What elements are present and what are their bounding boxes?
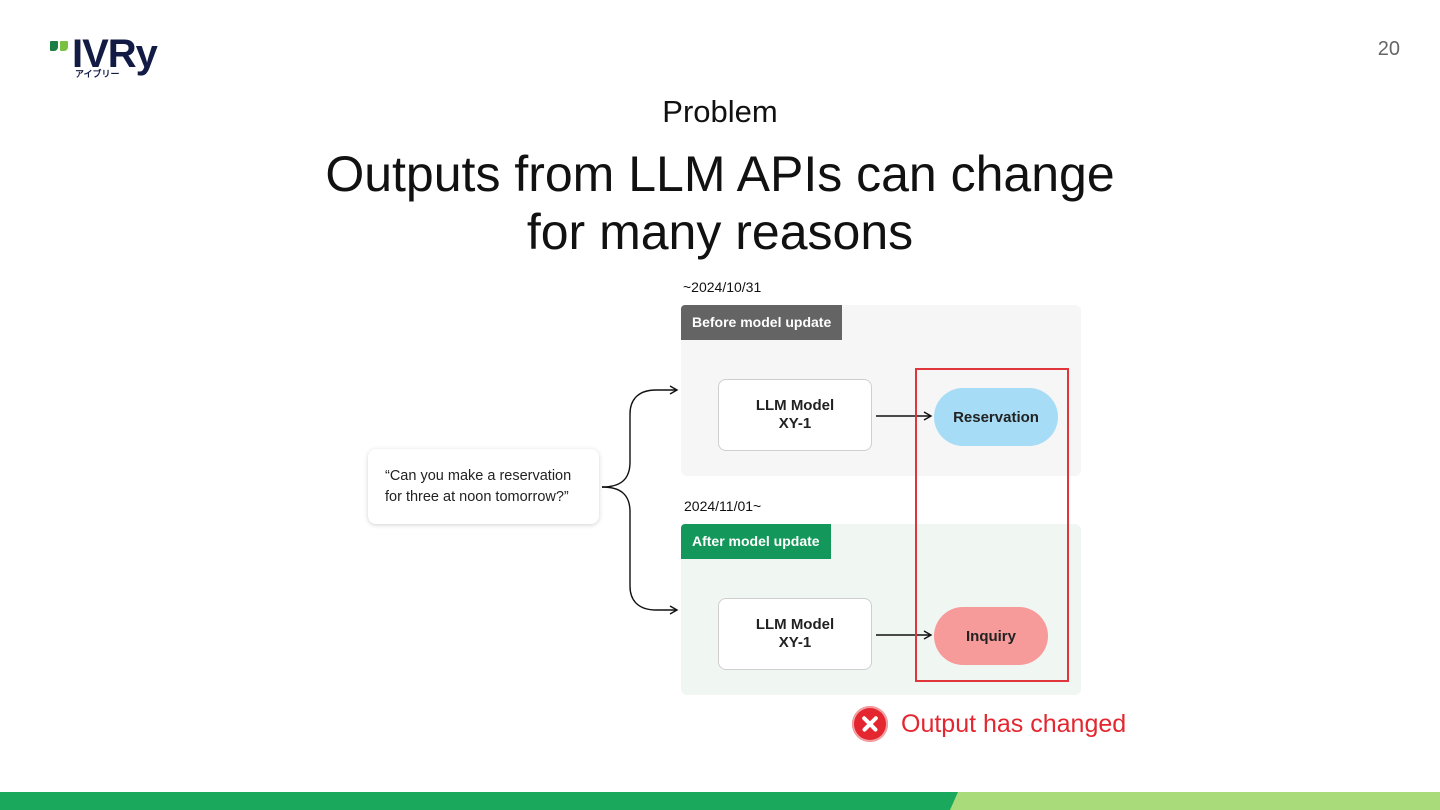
logo-subtext: アイブリー [75, 69, 120, 79]
after-date: 2024/11/01~ [684, 498, 762, 514]
model-name: LLM Model [755, 397, 835, 414]
before-update-panel: Before model update LLM Model XY-1 Reser… [681, 305, 1081, 476]
result-callout: Output has changed [852, 706, 1126, 742]
error-x-icon [852, 706, 888, 742]
output-pill-reservation: Reservation [934, 388, 1058, 446]
llm-model-box-after: LLM Model XY-1 [718, 598, 872, 670]
slide-kicker: Problem [662, 94, 778, 129]
user-input-bubble: “Can you make a reservation for three at… [368, 449, 599, 524]
after-update-panel: After model update LLM Model XY-1 Inquir… [681, 524, 1081, 695]
footer-band-light [950, 792, 1440, 810]
user-input-line-1: “Can you make a reservation [385, 468, 572, 484]
slide-title: Outputs from LLM APIs can change for man… [0, 145, 1440, 261]
output-comparison-highlight [915, 368, 1069, 682]
slide-title-line-1: Outputs from LLM APIs can change [325, 146, 1115, 202]
before-update-tag: Before model update [681, 305, 843, 340]
slide-title-line-2: for many reasons [526, 204, 914, 260]
page-number: 20 [1377, 38, 1400, 60]
result-text: Output has changed [901, 709, 1127, 738]
before-date: ~2024/10/31 [683, 279, 762, 295]
ivry-logo: IVRy アイブリー [50, 34, 180, 80]
model-version: XY-1 [778, 634, 812, 651]
model-name: LLM Model [755, 616, 835, 633]
after-update-tag: After model update [681, 524, 831, 559]
logo-wordmark: IVRy [72, 32, 158, 76]
branch-arrow-to-before [601, 385, 679, 488]
output-pill-inquiry: Inquiry [934, 607, 1048, 665]
model-version: XY-1 [778, 415, 812, 432]
llm-model-box-before: LLM Model XY-1 [718, 379, 872, 451]
user-input-line-2: for three at noon tomorrow?” [385, 489, 569, 505]
branch-arrow-to-after [601, 486, 679, 615]
